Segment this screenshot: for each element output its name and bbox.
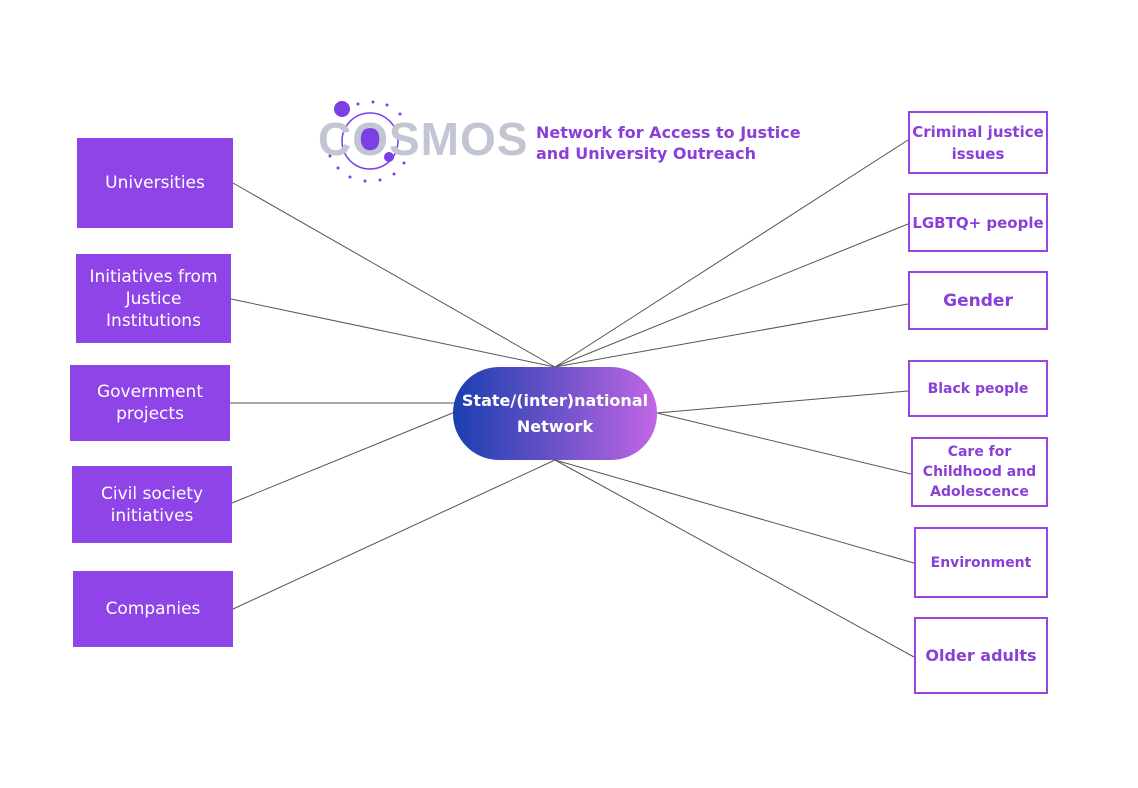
node-black-people: Black people (908, 360, 1048, 417)
node-childhood: Care for Childhood and Adolescence (911, 437, 1048, 507)
connector (231, 411, 456, 504)
node-justice-institutions: Initiatives from Justice Institutions (76, 254, 231, 343)
connector (656, 412, 912, 475)
connector (232, 459, 556, 610)
node-civil-society: Civil society initiatives (72, 466, 232, 543)
connector (656, 390, 909, 414)
connector (230, 298, 556, 368)
connector (554, 459, 915, 564)
node-gender: Gender (908, 271, 1048, 330)
node-lgbtq: LGBTQ+ people (908, 193, 1048, 252)
node-environment: Environment (914, 527, 1048, 598)
logo-orbit-icon (328, 100, 406, 183)
connector (232, 182, 556, 368)
node-criminal-justice: Criminal justice issues (908, 111, 1048, 174)
logo-wordmark: COSMOS (318, 113, 529, 165)
connector (554, 139, 909, 368)
node-universities: Universities (77, 138, 233, 228)
node-companies: Companies (73, 571, 233, 647)
node-government-projects: Government projects (70, 365, 230, 441)
connector (554, 223, 909, 368)
node-older-adults: Older adults (914, 617, 1048, 694)
connector (554, 303, 909, 368)
connector (554, 459, 915, 658)
